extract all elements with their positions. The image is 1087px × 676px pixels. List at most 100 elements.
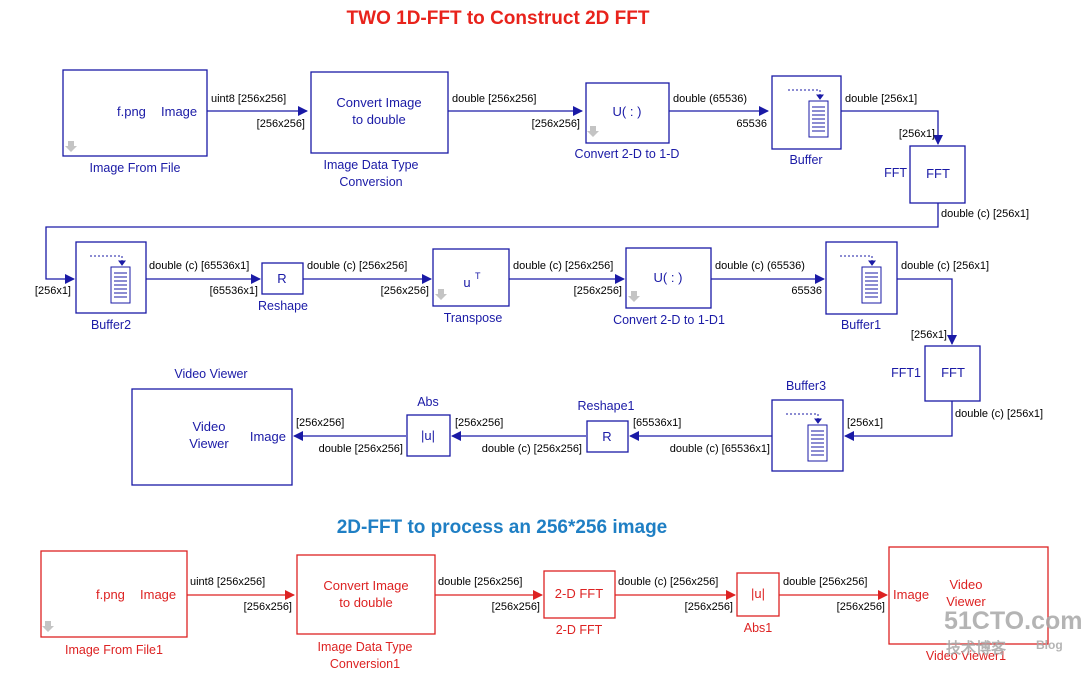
- signal-label: double (c) [256x1]: [955, 408, 1043, 420]
- block-label: FFT: [941, 365, 965, 380]
- image-from-file-block[interactable]: f.png Image Image From File: [62, 69, 208, 175]
- block-caption: Buffer3: [786, 379, 826, 393]
- signal-label: uint8 [256x256]: [190, 576, 265, 588]
- down-arrow-icon: [42, 621, 54, 632]
- top-signal-labels: uint8 [256x256] [256x256] double [256x25…: [35, 93, 1043, 455]
- block-label: U( : ): [613, 104, 642, 119]
- abs1-block[interactable]: |u| Abs1: [736, 572, 780, 635]
- block-label: U( : ): [654, 270, 683, 285]
- block-caption: Buffer2: [91, 318, 131, 332]
- block-caption: 2-D FFT: [556, 623, 603, 637]
- block-label-line1: Convert Image: [336, 95, 421, 110]
- top-signal-lines: [45, 106, 957, 441]
- signal-label: [256x256]: [574, 285, 622, 297]
- buffer-block[interactable]: Buffer: [771, 75, 842, 167]
- buffer3-block[interactable]: Buffer3: [771, 379, 844, 472]
- abs-block[interactable]: |u| Abs: [406, 395, 451, 457]
- image-data-type-conversion1-block[interactable]: Convert Image to double Image Data Type …: [296, 554, 436, 671]
- signal-line-5[interactable]: [45, 203, 939, 284]
- block-caption-line1: Image Data Type: [324, 158, 419, 172]
- block-label-line2: to double: [352, 112, 406, 127]
- signal-label: double [256x256]: [783, 576, 867, 588]
- signal-label: double (c) [256x256]: [482, 443, 582, 455]
- watermark-subtitle: 技术博客: [946, 639, 1007, 657]
- block-label-line2: Viewer: [189, 436, 229, 451]
- signal-label: double (c) [256x256]: [307, 260, 407, 272]
- signal-label: double (c) [256x1]: [901, 260, 989, 272]
- signal-label: [256x256]: [455, 417, 503, 429]
- signal-label: [256x256]: [685, 601, 733, 613]
- block-caption: Reshape1: [578, 399, 635, 413]
- block-caption: Reshape: [258, 299, 308, 313]
- block-label-line2: Viewer: [946, 594, 986, 609]
- signal-label: [256x256]: [837, 601, 885, 613]
- reshape-block[interactable]: R Reshape: [258, 262, 308, 313]
- signal-label: 65536: [736, 118, 767, 130]
- signal-label: [256x256]: [257, 118, 305, 130]
- block-caption-line2: Conversion1: [330, 657, 400, 671]
- down-arrow-icon: [435, 289, 447, 300]
- buffer-icon: [788, 89, 829, 138]
- image-from-file1-block[interactable]: f.png Image Image From File1: [40, 550, 188, 657]
- image-data-type-conversion-block[interactable]: Convert Image to double Image Data Type …: [310, 71, 449, 189]
- signal-line-10[interactable]: [897, 278, 957, 345]
- input-port-label: Image: [250, 429, 286, 444]
- signal-label: [256x256]: [381, 285, 429, 297]
- signal-line-11[interactable]: [844, 401, 953, 441]
- block-label-line1: Video: [192, 419, 225, 434]
- video-viewer1-block[interactable]: Video Viewer Image Video Viewer1: [888, 546, 1049, 663]
- block-caption: Abs: [417, 395, 439, 409]
- video-viewer-block[interactable]: Video Viewer Image Video Viewer: [131, 367, 293, 486]
- signal-label: double [256x1]: [845, 93, 917, 105]
- block-label-superscript: T: [475, 271, 481, 281]
- block-caption: Image From File1: [65, 643, 163, 657]
- down-arrow-icon: [628, 291, 640, 302]
- signal-label: [256x1]: [847, 417, 883, 429]
- signal-label: double (c) [256x1]: [941, 208, 1029, 220]
- signal-label: 65536: [791, 285, 822, 297]
- buffer2-block[interactable]: Buffer2: [75, 241, 147, 332]
- convert-2d-to-1d1-block[interactable]: U( : ) Convert 2-D to 1-D1: [613, 247, 725, 327]
- fft-2d-block[interactable]: 2-D FFT 2-D FFT: [543, 570, 616, 637]
- reshape1-block[interactable]: R Reshape1: [578, 399, 635, 453]
- signal-label: [65536x1]: [210, 285, 258, 297]
- convert-2d-to-1d-block[interactable]: U( : ) Convert 2-D to 1-D: [575, 82, 680, 161]
- transpose-block[interactable]: u T Transpose: [432, 248, 510, 325]
- block-label-line1: Convert Image: [323, 578, 408, 593]
- signal-label: [256x1]: [899, 128, 935, 140]
- input-port-label: Image: [893, 587, 929, 602]
- block-caption: Abs1: [744, 621, 773, 635]
- signal-label: double (65536): [673, 93, 747, 105]
- watermark-blog: Blog: [1036, 638, 1063, 652]
- block-caption-line1: Image Data Type: [318, 640, 413, 654]
- block-label-line2: to double: [339, 595, 393, 610]
- block-caption: Video Viewer: [174, 367, 247, 381]
- buffer-icon: [90, 255, 131, 304]
- signal-label: [65536x1]: [633, 417, 681, 429]
- signal-label: [256x256]: [492, 601, 540, 613]
- watermark: 51CTO.com 技术博客 Blog: [944, 607, 1082, 657]
- signal-label: double [256x256]: [319, 443, 403, 455]
- signal-label: double [256x256]: [452, 93, 536, 105]
- signal-label: [256x256]: [532, 118, 580, 130]
- signal-label: double (c) (65536): [715, 260, 805, 272]
- block-caption: FFT1: [891, 366, 921, 380]
- block-caption: Convert 2-D to 1-D: [575, 147, 680, 161]
- signal-line-4[interactable]: [841, 110, 943, 145]
- block-caption: Buffer: [789, 153, 822, 167]
- block-caption: Video Viewer1: [926, 649, 1006, 663]
- signal-label: double (c) [65536x1]: [670, 443, 770, 455]
- signal-label: [256x256]: [244, 601, 292, 613]
- signal-label: double (c) [256x256]: [618, 576, 718, 588]
- output-port-label: Image: [140, 587, 176, 602]
- block-caption-line2: Conversion: [339, 175, 402, 189]
- fft1-block[interactable]: FFT FFT1: [891, 345, 981, 402]
- output-port-label: Image: [161, 104, 197, 119]
- buffer1-block[interactable]: Buffer1: [825, 241, 898, 332]
- fft-block[interactable]: FFT FFT: [884, 145, 966, 204]
- bottom-diagram-title: 2D-FFT to process an 256*256 image: [337, 517, 668, 538]
- down-arrow-icon: [587, 126, 599, 137]
- block-caption: FFT: [884, 166, 907, 180]
- buffer-icon: [786, 413, 828, 462]
